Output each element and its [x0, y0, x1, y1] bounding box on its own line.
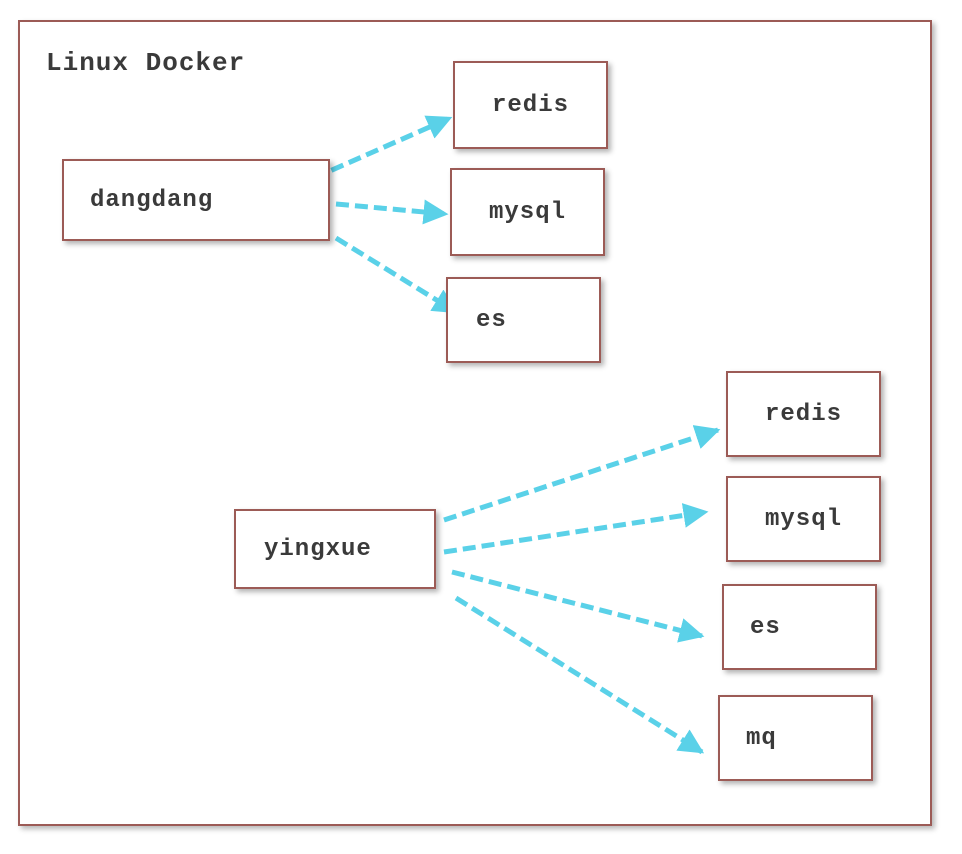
node-dangdang-redis: redis: [453, 61, 608, 149]
node-dangdang-es: es: [446, 277, 601, 363]
node-yingxue-es-label: es: [750, 613, 781, 641]
node-yingxue: yingxue: [234, 509, 436, 589]
node-yingxue-redis-label: redis: [764, 400, 842, 428]
node-yingxue-mysql: mysql: [726, 476, 881, 562]
node-dangdang-es-label: es: [476, 306, 507, 334]
node-yingxue-label: yingxue: [264, 535, 372, 563]
node-yingxue-es: es: [722, 584, 877, 670]
node-dangdang-mysql: mysql: [450, 168, 605, 256]
node-dangdang-mysql-label: mysql: [488, 198, 566, 226]
node-yingxue-mq: mq: [718, 695, 873, 781]
node-yingxue-redis: redis: [726, 371, 881, 457]
node-dangdang: dangdang: [62, 159, 330, 241]
frame-title: Linux Docker: [46, 48, 246, 78]
node-dangdang-label: dangdang: [90, 186, 214, 214]
node-dangdang-redis-label: redis: [491, 91, 569, 119]
node-yingxue-mq-label: mq: [746, 724, 777, 752]
node-yingxue-mysql-label: mysql: [764, 505, 842, 533]
